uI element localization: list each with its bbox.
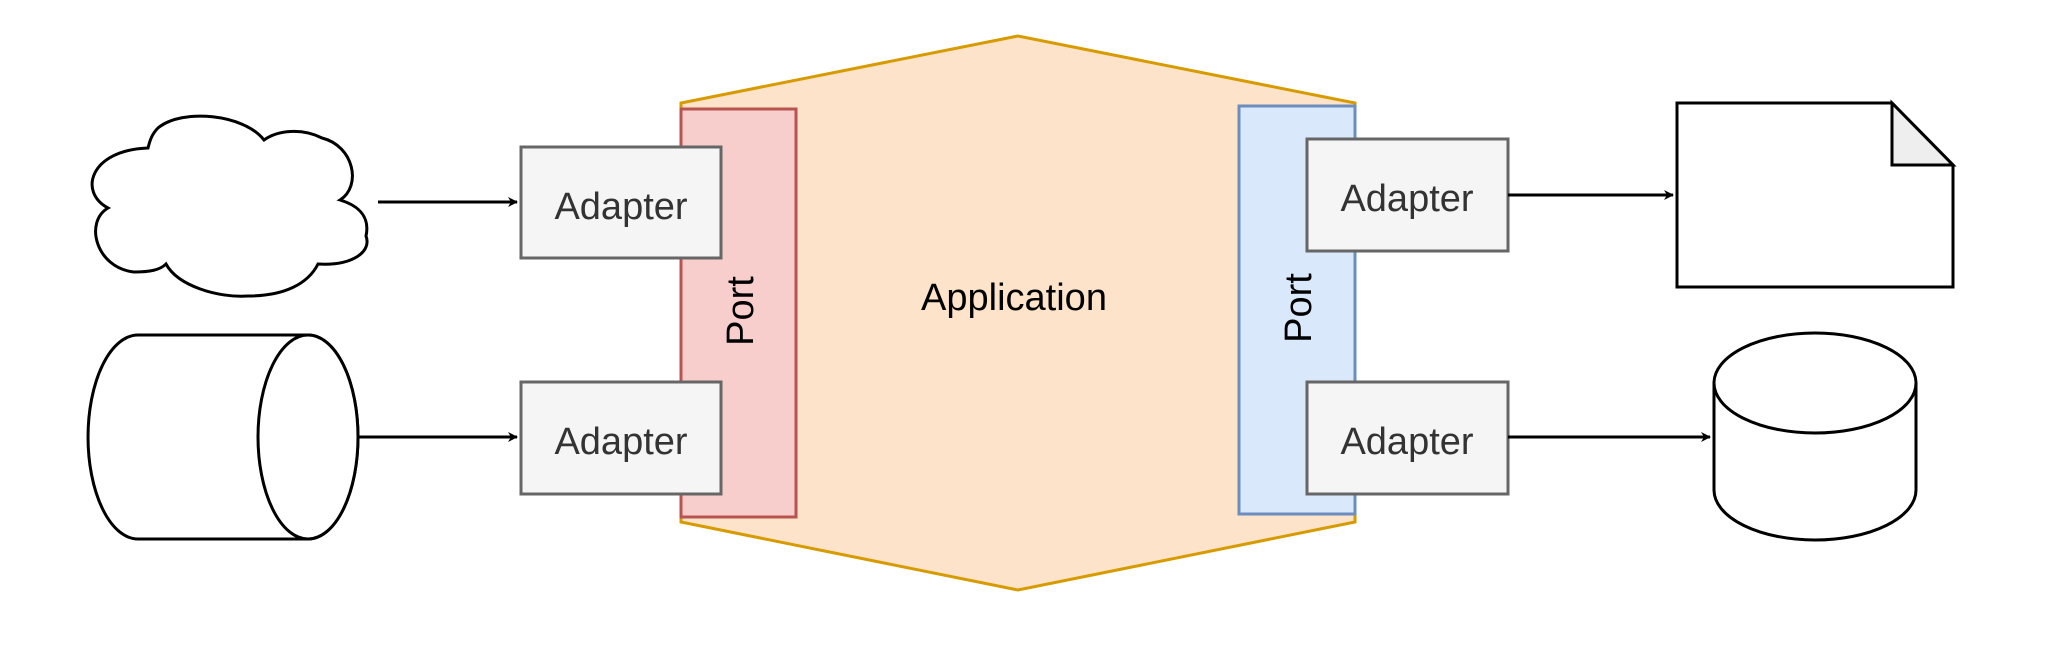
left-port-label: Port [720,276,762,346]
adapter-left-top-label: Adapter [554,186,687,228]
application-hexagon [679,34,1357,592]
right-port-label: Port [1278,273,1320,343]
adapter-right-top-label: Adapter [1340,178,1473,220]
document-icon [1675,99,1957,289]
horizontal-cylinder-icon [86,333,360,541]
application-label: Application [921,277,1107,319]
adapter-right-top: Adapter [1305,137,1510,253]
adapter-right-bottom: Adapter [1305,380,1510,496]
database-icon [1712,331,1918,542]
adapter-left-top: Adapter [519,145,723,260]
adapter-left-bottom: Adapter [519,380,723,496]
cloud-icon [90,114,369,298]
adapter-right-bottom-label: Adapter [1340,421,1473,463]
adapter-left-bottom-label: Adapter [554,421,687,463]
